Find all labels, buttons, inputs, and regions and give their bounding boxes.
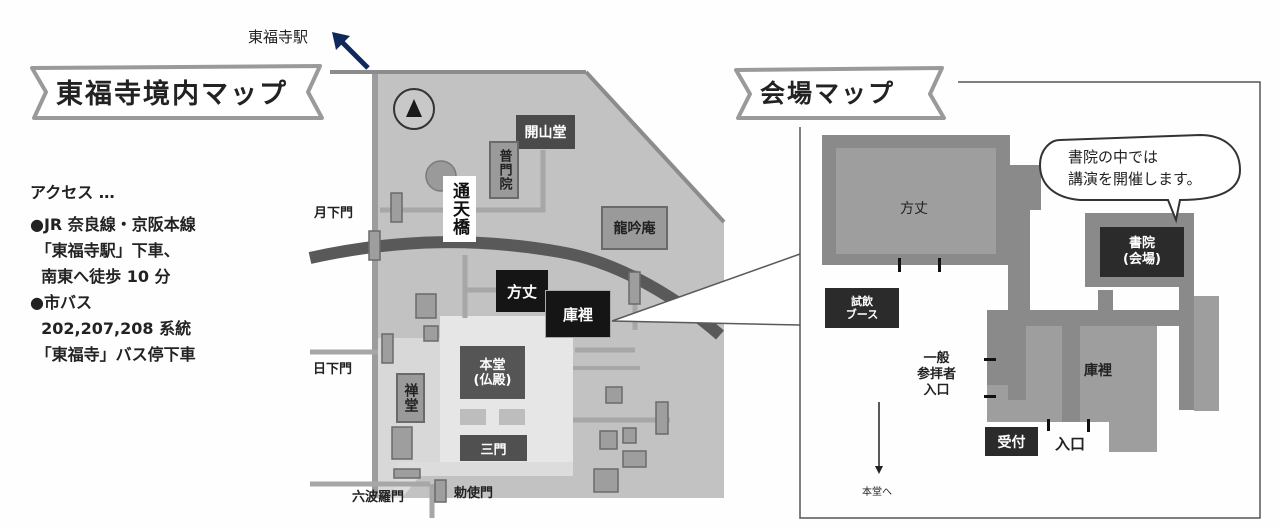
venue-map-banner (734, 66, 946, 120)
reception-desk: 受付 (985, 427, 1038, 456)
station-label: 東福寺駅 (248, 28, 309, 46)
building-zendo: 禅堂 (396, 373, 425, 423)
gate-gekkamon: 月下門 (314, 206, 354, 221)
building-ryoginan: 龍吟庵 (601, 206, 668, 250)
room-kuri: 庫裡 (1084, 363, 1112, 379)
building-kaisando: 開山堂 (516, 115, 575, 149)
access-line: 南東へ徒歩 10 分 (30, 267, 171, 286)
building-sanmon: 三門 (460, 435, 527, 461)
precinct-map-title: 東福寺境内マップ (56, 79, 288, 110)
room-shoin-venue: 書院 (会場) (1100, 227, 1184, 277)
venue-entrance: 入口 (1055, 435, 1086, 453)
station-direction-arrow-icon (332, 32, 370, 70)
access-line: 「東福寺」バス停下車 (30, 345, 196, 364)
building-kuri: 庫裡 (545, 290, 611, 338)
gate-rokuharamon: 六波羅門 (352, 490, 405, 505)
tasting-booth: 試飲 ブース (825, 288, 899, 328)
access-info: アクセス … ●JR 奈良線・京阪本線 「東福寺駅」下車、 南東へ徒歩 10 分… (30, 180, 196, 368)
building-fumonin: 普門院 (489, 141, 519, 199)
to-hondo-label: 本堂へ (862, 487, 892, 498)
access-line: ●JR 奈良線・京阪本線 (30, 215, 196, 234)
access-line: 202,207,208 系統 (30, 319, 192, 338)
building-hojo: 方丈 (496, 270, 548, 312)
access-line: 「東福寺駅」下車、 (30, 241, 180, 260)
gate-nikkamon: 日下門 (313, 362, 353, 377)
speech-bubble-line-1: 書院の中では (1068, 148, 1159, 166)
north-arrow-icon (393, 88, 435, 130)
access-line: ●市バス (30, 293, 92, 312)
gate-chokushimon: 勅使門 (454, 486, 494, 501)
building-hondo: 本堂 (仏殿) (460, 346, 525, 399)
general-visitor-entrance: 一般 参拝者 入口 (917, 351, 957, 398)
venue-map-title: 会場マップ (760, 79, 896, 108)
speech-bubble-line-2: 講演を開催します。 (1068, 170, 1202, 188)
precinct-map-banner (30, 64, 324, 120)
access-heading: アクセス … (30, 183, 115, 202)
room-hojo: 方丈 (900, 201, 928, 217)
bridge-label-tsutenkyo: 通天橋 (443, 176, 476, 242)
